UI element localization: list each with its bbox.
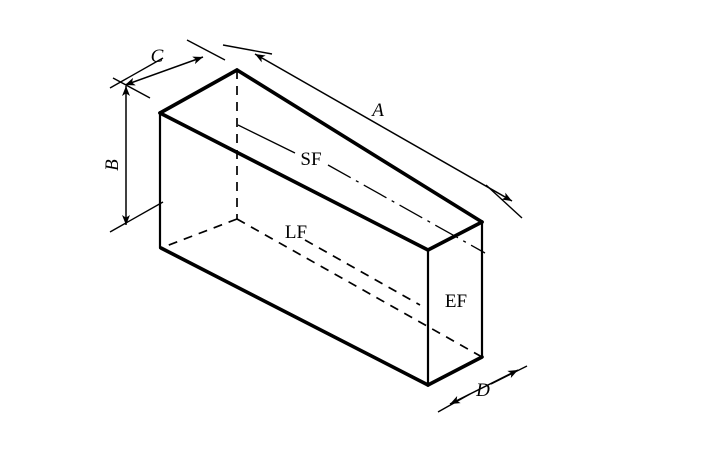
dimension-d-line — [449, 369, 519, 405]
dimension-a-extension-left — [222, 44, 273, 55]
hidden-edges-group — [160, 70, 483, 358]
dimension-d-label: D — [475, 380, 490, 401]
dimension-c-extension-right — [186, 39, 226, 61]
hidden-edge-bottom-left — [160, 218, 238, 249]
dimension-a-line — [254, 53, 513, 202]
lf-label: LF — [285, 222, 307, 243]
edge-bottom-front-long — [159, 246, 430, 387]
dimension-a-group: A — [222, 44, 523, 219]
end-face-callout-group: EF — [445, 291, 467, 312]
edge-top-back-long — [235, 68, 484, 224]
dimension-d-group: D — [437, 365, 528, 413]
sf-leader-left — [237, 124, 296, 154]
dimension-b-group: B — [102, 57, 164, 233]
dimension-a-label: A — [370, 100, 384, 121]
visible-edges-group — [158, 68, 484, 387]
laying-face-callout-group: LF — [285, 222, 421, 306]
dimension-b-extension-bottom — [109, 201, 164, 233]
sf-center-line — [327, 164, 486, 254]
dimension-c-group: C — [112, 39, 226, 99]
ef-label: EF — [445, 291, 467, 312]
sf-label: SF — [300, 149, 321, 170]
edge-bottom-right-short — [426, 355, 484, 387]
dimension-c-line — [124, 56, 204, 86]
lf-leader-line — [304, 239, 421, 306]
striking-face-callout-group: SF — [237, 124, 486, 254]
dimension-c-extension-left — [112, 77, 151, 99]
dimension-b-label: B — [102, 159, 123, 171]
dimension-c-label: C — [151, 46, 164, 67]
edge-top-left-short — [158, 68, 239, 115]
